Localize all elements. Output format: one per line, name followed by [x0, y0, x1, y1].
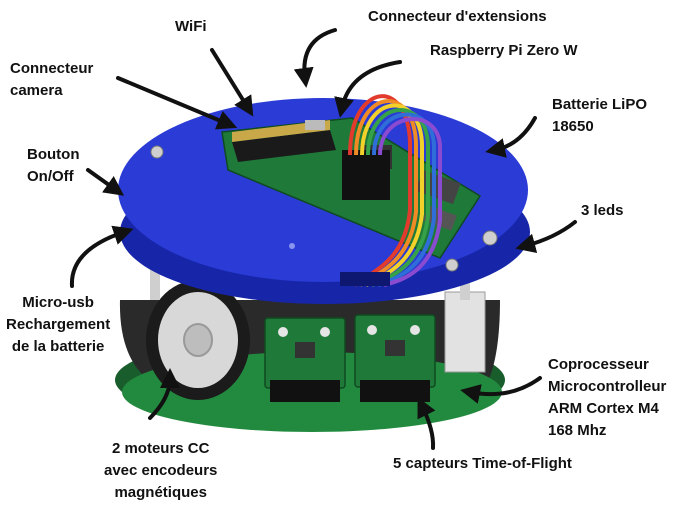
- ribbon-wires: [348, 94, 443, 287]
- curved-arrow-icon: [460, 376, 542, 404]
- label-tof-sensors-text: 5 capteurs Time-of-Flight: [393, 455, 572, 472]
- label-micro-usb-line2: Rechargement: [6, 316, 111, 333]
- tof-sensors: [264, 314, 436, 402]
- label-motors: 2 moteurs CC avec encodeurs magnétiques: [104, 438, 217, 504]
- label-camera-connector: Connecteur camera: [10, 58, 93, 102]
- label-motors-line2: avec encodeurs: [104, 462, 218, 479]
- label-coprocessor-line3: ARM Cortex M4: [548, 400, 659, 417]
- label-battery-line1: Batterie LiPO: [552, 96, 648, 113]
- hole: [289, 243, 295, 249]
- extension-header: [342, 150, 390, 200]
- label-micro-usb-line3: de la batterie: [11, 338, 105, 355]
- curved-arrow-icon: [116, 76, 238, 130]
- label-tof-sensors: 5 capteurs Time-of-Flight: [393, 453, 572, 475]
- label-coprocessor-line2: Microcontrolleur: [548, 378, 667, 395]
- curved-arrow-icon: [515, 220, 577, 254]
- label-extension-connector: Connecteur d'extensions: [368, 6, 547, 28]
- label-leds: 3 leds: [581, 200, 624, 222]
- label-coprocessor-line4: 168 Mhz: [548, 422, 607, 439]
- label-wifi-text: WiFi: [175, 18, 207, 35]
- label-leds-text: 3 leds: [581, 202, 624, 219]
- curved-arrow-icon: [86, 168, 125, 196]
- curved-arrow-icon: [293, 28, 337, 88]
- curved-arrow-icon: [417, 397, 436, 450]
- screw: [445, 258, 459, 272]
- screw: [482, 230, 498, 246]
- label-button-line1: Bouton: [27, 146, 80, 163]
- plate-slot: [340, 272, 390, 286]
- screw: [150, 145, 164, 159]
- label-button-line2: On/Off: [27, 168, 74, 185]
- label-micro-usb-line1: Micro-usb: [22, 294, 94, 311]
- label-battery: Batterie LiPO 18650: [552, 94, 647, 138]
- battery-side: [444, 291, 486, 373]
- label-raspberry-pi-text: Raspberry Pi Zero W: [430, 42, 578, 59]
- curved-arrow-icon: [148, 368, 180, 420]
- curved-arrow-icon: [334, 60, 402, 118]
- label-raspberry-pi: Raspberry Pi Zero W: [430, 40, 578, 62]
- label-extension-connector-text: Connecteur d'extensions: [368, 8, 547, 25]
- label-camera-line1: Connecteur: [10, 60, 94, 77]
- label-motors-line3: magnétiques: [114, 484, 207, 501]
- label-wifi: WiFi: [175, 16, 207, 38]
- label-coprocessor-line1: Coprocesseur: [548, 356, 649, 373]
- label-motors-line1: 2 moteurs CC: [111, 440, 210, 457]
- label-on-off-button: Bouton On/Off: [27, 144, 79, 188]
- label-coprocessor: Coprocesseur Microcontrolleur ARM Cortex…: [548, 354, 666, 442]
- label-camera-line2: camera: [10, 82, 63, 99]
- curved-arrow-icon: [69, 225, 134, 288]
- label-micro-usb: Micro-usb Rechargement de la batterie: [6, 292, 110, 358]
- curved-arrow-icon: [210, 48, 254, 117]
- curved-arrow-icon: [485, 116, 537, 158]
- label-battery-line2: 18650: [552, 118, 594, 135]
